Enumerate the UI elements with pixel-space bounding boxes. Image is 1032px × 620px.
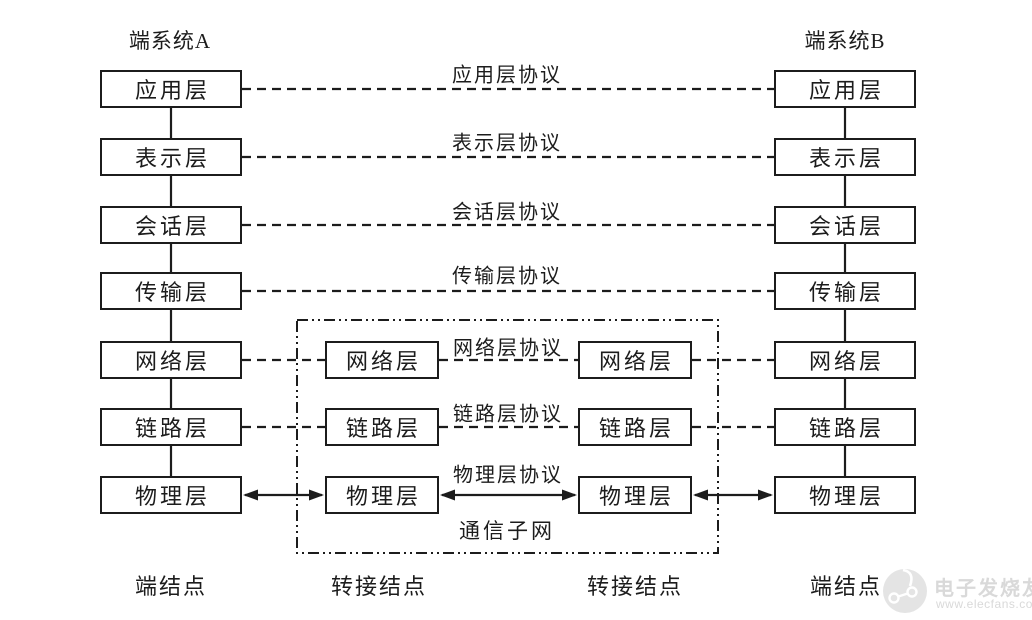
- watermark-site-text: www.elecfans.com: [936, 597, 1032, 611]
- watermark-brand-text: 电子发烧友: [934, 578, 1032, 600]
- protocol-label-physical: 物理层协议: [453, 464, 563, 487]
- layer-box-b-network: 网络层: [774, 341, 916, 379]
- protocol-label-application: 应用层协议: [452, 64, 562, 87]
- layer-box-b-presentation: 表示层: [774, 138, 916, 176]
- layer-box-relay1-physical: 物理层: [325, 476, 439, 514]
- layer-box-relay1-network: 网络层: [325, 341, 439, 379]
- physical-layer-arrows: [243, 489, 773, 501]
- layer-box-a-session: 会话层: [100, 206, 242, 244]
- layer-box-b-transport: 传输层: [774, 272, 916, 310]
- layer-box-a-physical: 物理层: [100, 476, 242, 514]
- elecfans-watermark: 电子发烧友 www.elecfans.com: [878, 560, 1032, 618]
- node-label-relay-2: 转接结点: [586, 574, 684, 599]
- protocol-dashed-lines: [242, 87, 774, 429]
- protocol-label-transport: 传输层协议: [452, 265, 562, 288]
- layer-box-a-link: 链路层: [100, 408, 242, 446]
- end-system-b-title: 端系统B: [804, 29, 886, 53]
- layer-box-b-session: 会话层: [774, 206, 916, 244]
- layer-box-relay1-link: 链路层: [325, 408, 439, 446]
- layer-box-b-physical: 物理层: [774, 476, 916, 514]
- node-label-end-b: 端结点: [809, 574, 883, 599]
- layer-box-relay2-physical: 物理层: [578, 476, 692, 514]
- node-label-end-a: 端结点: [134, 574, 208, 599]
- elecfans-logo-icon: [883, 568, 927, 613]
- layer-box-b-link: 链路层: [774, 408, 916, 446]
- subnet-label: 通信子网: [459, 519, 555, 543]
- end-system-a-title: 端系统A: [128, 29, 212, 53]
- layer-box-relay2-link: 链路层: [578, 408, 692, 446]
- vertical-connectors: [169, 108, 847, 478]
- layer-box-a-network: 网络层: [100, 341, 242, 379]
- protocol-label-presentation: 表示层协议: [452, 132, 562, 155]
- protocol-label-session: 会话层协议: [452, 201, 562, 224]
- layer-box-a-presentation: 表示层: [100, 138, 242, 176]
- protocol-label-network: 网络层协议: [453, 337, 563, 360]
- node-label-relay-1: 转接结点: [330, 574, 428, 599]
- protocol-label-link: 链路层协议: [453, 403, 563, 426]
- layer-box-b-application: 应用层: [774, 70, 916, 108]
- layer-box-a-application: 应用层: [100, 70, 242, 108]
- layer-box-a-transport: 传输层: [100, 272, 242, 310]
- layer-box-relay2-network: 网络层: [578, 341, 692, 379]
- subnet-border: [296, 319, 719, 554]
